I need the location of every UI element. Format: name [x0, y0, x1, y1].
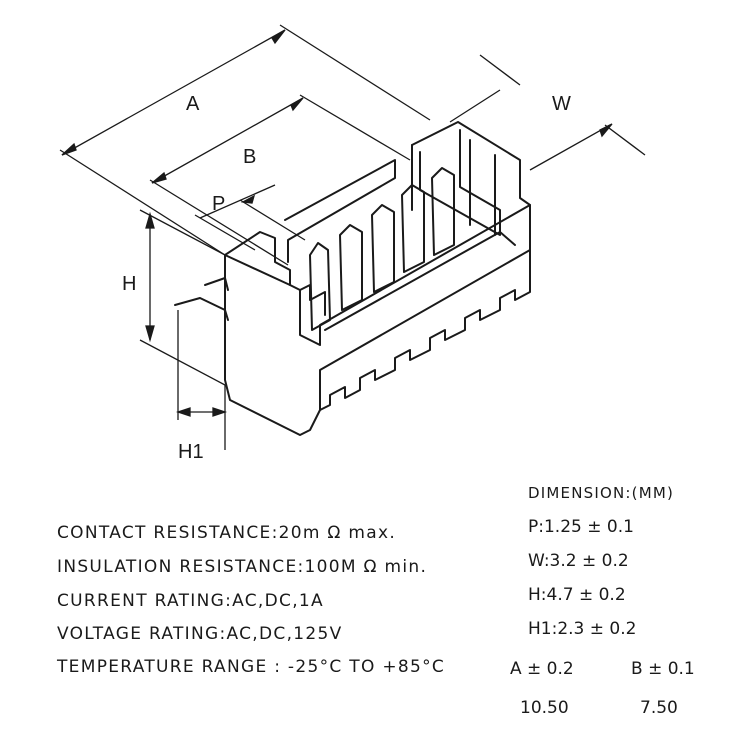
dimension-w [449, 54, 646, 171]
pin-1 [309, 242, 331, 331]
side-latch [174, 297, 229, 321]
spec-insulation-resistance: INSULATION RESISTANCE:100M Ω min. [57, 557, 428, 577]
dimension-h [139, 209, 226, 386]
column-a-header: A ± 0.2 [510, 659, 574, 679]
dimension-h1-value: H1:2.3 ± 0.2 [528, 619, 637, 639]
dimension-heading: DIMENSION:(MM) [528, 484, 675, 502]
column-b-header: B ± 0.1 [631, 659, 695, 679]
housing-top [411, 121, 531, 206]
inner-floor [324, 231, 516, 331]
label-h: H [122, 273, 136, 295]
pin-3 [371, 204, 395, 293]
dimension-p-value: P:1.25 ± 0.1 [528, 517, 634, 537]
dimension-h-value: H:4.7 ± 0.2 [528, 585, 626, 605]
label-h1: H1 [178, 441, 204, 463]
spec-voltage-rating: VOLTAGE RATING:AC,DC,125V [57, 624, 343, 644]
dimension-b [149, 94, 411, 266]
dimension-a [59, 24, 431, 256]
left-wall [224, 231, 291, 286]
housing-inner [419, 129, 501, 236]
column-a-value: 10.50 [520, 698, 569, 718]
label-a: A [186, 93, 200, 115]
dimension-h1 [175, 310, 228, 450]
connector-drawing: A B P W H H1 [59, 24, 646, 463]
dimension-p [194, 184, 306, 251]
top-teeth [299, 284, 326, 316]
spec-current-rating: CURRENT RATING:AC,DC,1A [57, 591, 324, 611]
label-w: W [552, 93, 571, 115]
label-b: B [243, 146, 256, 168]
pin-2 [339, 224, 363, 311]
side-latch-lower [204, 277, 229, 291]
bottom-teeth [319, 249, 531, 411]
rear-wall [284, 159, 396, 263]
connector-body [174, 121, 531, 436]
column-b-value: 7.50 [640, 698, 678, 718]
spec-contact-resistance: CONTACT RESISTANCE:20m Ω max. [57, 523, 397, 543]
label-p: P [212, 193, 225, 215]
pins [309, 167, 455, 331]
pin-5 [431, 167, 455, 256]
pin-4 [401, 184, 425, 273]
spec-temperature-range: TEMPERATURE RANGE : -25°C TO +85°C [57, 657, 446, 677]
dimension-w-value: W:3.2 ± 0.2 [528, 551, 629, 571]
front-face [224, 204, 531, 436]
